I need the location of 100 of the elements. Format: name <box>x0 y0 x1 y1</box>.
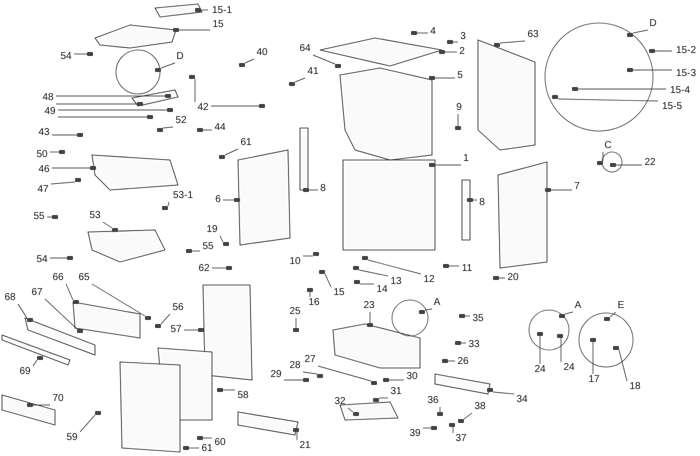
machine-part <box>335 64 341 68</box>
callout-number: 53-1 <box>169 190 197 202</box>
callout-number: 61 <box>199 443 215 455</box>
callout-number: 61 <box>238 137 254 149</box>
leader-line <box>194 78 196 102</box>
machine-part <box>186 249 192 253</box>
callout-number: 65 <box>76 272 92 284</box>
machine-part <box>317 374 323 378</box>
leader-line <box>80 414 96 432</box>
callout-number: 64 <box>297 43 313 55</box>
callout-number: 52 <box>173 115 189 127</box>
callout-number: 22 <box>642 157 658 169</box>
callout-number: 33 <box>466 339 482 351</box>
leader-line <box>294 78 306 82</box>
machine-part <box>431 426 437 430</box>
leader-line <box>434 164 462 166</box>
callout-number: 54 <box>58 51 74 63</box>
leader-line <box>578 88 666 90</box>
callout-number: 28 <box>287 360 303 372</box>
leader-line <box>358 270 388 276</box>
machine-part <box>223 242 229 246</box>
callout-number: 39 <box>407 428 423 440</box>
leader-line <box>616 164 642 166</box>
leader-line <box>610 312 616 318</box>
machine-part <box>197 436 203 440</box>
machine-part <box>449 423 455 427</box>
machine-part <box>559 314 565 318</box>
callout-number: 16 <box>306 297 322 309</box>
callout-number: 46 <box>36 164 52 176</box>
callout-number: 36 <box>425 395 441 407</box>
leader-line <box>592 342 594 374</box>
leader-line <box>92 284 146 316</box>
machine-part <box>487 388 493 392</box>
machine-part <box>217 388 223 392</box>
machine-part <box>27 318 33 322</box>
machine-part <box>167 108 173 112</box>
leader-line <box>160 62 176 68</box>
callout-number: 60 <box>212 437 228 449</box>
callout-number: 11 <box>459 263 475 275</box>
machine-part <box>234 198 240 202</box>
machine-part <box>189 75 195 79</box>
leader-line <box>192 250 200 252</box>
leader-line <box>168 202 170 206</box>
leader-line <box>368 260 422 274</box>
machine-part <box>183 446 189 450</box>
machine-part <box>597 161 603 165</box>
machine-part <box>383 378 389 382</box>
machine-part <box>545 188 551 192</box>
callout-number: E <box>616 300 626 312</box>
machine-part <box>303 378 309 382</box>
leader-line <box>318 366 372 382</box>
callout-number: 15-1 <box>208 5 236 17</box>
machine-part <box>442 359 448 363</box>
callout-number: 67 <box>29 287 45 299</box>
leader-line <box>312 54 336 64</box>
leader-line <box>324 274 332 288</box>
machine-part <box>458 419 464 423</box>
callout-number: 37 <box>453 433 469 445</box>
callout-number: 34 <box>514 394 530 406</box>
leader-line <box>492 392 514 394</box>
leader-line <box>500 40 526 44</box>
machine-part <box>537 332 543 336</box>
leader-line <box>602 152 604 162</box>
callout-number: 8 <box>477 197 487 209</box>
callout-number: 53 <box>87 210 103 222</box>
leader-line <box>416 32 428 34</box>
callout-number: D <box>175 51 185 63</box>
callout-number: 1 <box>461 153 471 165</box>
callout-number: 68 <box>2 292 18 304</box>
machine-part <box>373 398 379 402</box>
callout-number: 5 <box>455 70 465 82</box>
machine-part <box>552 95 558 99</box>
machine-part <box>353 412 359 416</box>
callout-number: 56 <box>170 302 186 314</box>
callout-number: 31 <box>388 386 404 398</box>
leader-line <box>32 360 38 366</box>
machine-part <box>319 270 325 274</box>
callout-number: 15-2 <box>672 45 700 57</box>
machine-part <box>307 288 313 292</box>
callout-number: 18 <box>627 381 643 393</box>
callout-number: 14 <box>374 284 390 296</box>
callout-number: 47 <box>35 184 51 196</box>
callout-number: 24 <box>561 362 577 374</box>
machine-part <box>112 228 118 232</box>
machine-part <box>411 31 417 35</box>
callout-number: 4 <box>428 26 438 38</box>
callout-number: 58 <box>235 390 251 402</box>
callout-number: 43 <box>36 127 52 139</box>
callout-number: D <box>648 18 658 30</box>
callout-number: A <box>573 300 583 312</box>
machine-part <box>429 76 435 80</box>
machine-part <box>27 403 33 407</box>
callout-number: 59 <box>64 432 80 444</box>
machine-part <box>226 266 232 270</box>
callout-number: 15 <box>331 287 347 299</box>
leader-line <box>160 314 170 324</box>
leader-line <box>296 432 298 440</box>
machine-part <box>627 33 633 37</box>
leader-line <box>558 98 658 102</box>
machine-part <box>293 428 299 432</box>
